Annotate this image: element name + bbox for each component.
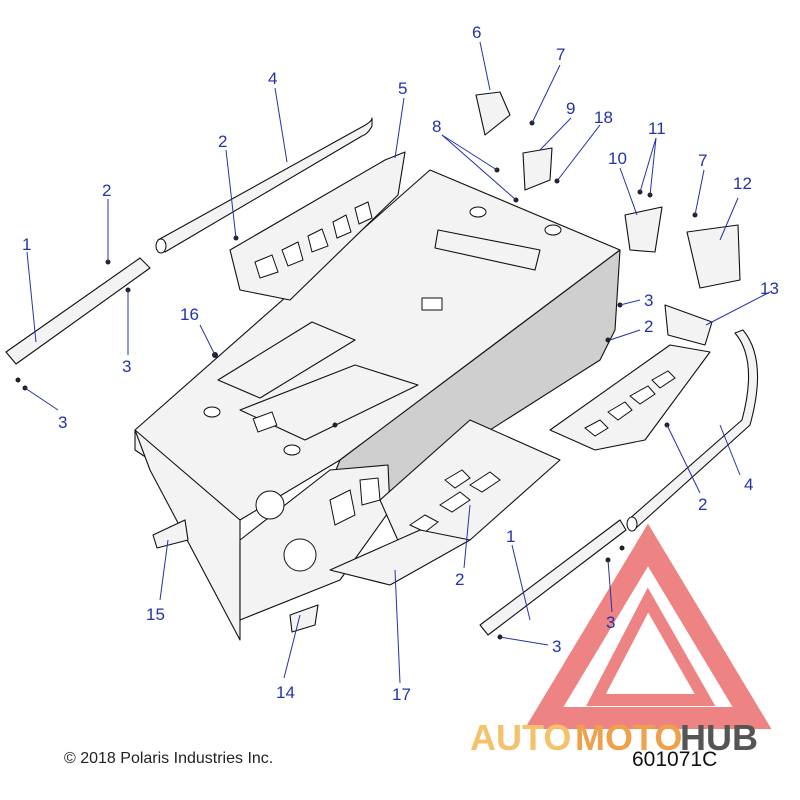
diagram-part-number: 601071C [632, 748, 718, 771]
callout-8: 8 [432, 117, 441, 136]
running-board-tubes [155, 117, 759, 532]
rails [5, 257, 627, 636]
callout-2: 2 [218, 132, 227, 151]
callout-5: 5 [398, 79, 407, 98]
callout-2: 2 [102, 181, 111, 200]
callout-10: 10 [608, 149, 627, 168]
callout-16: 16 [180, 305, 199, 324]
callout-6: 6 [472, 23, 481, 42]
callout-3: 3 [606, 613, 615, 632]
callout-3: 3 [122, 357, 131, 376]
callout-7: 7 [698, 151, 707, 170]
callout-labels: 1 1 2 2 2 2 2 3 3 3 3 3 4 4 5 6 7 7 8 9 … [22, 23, 779, 704]
watermark-word-moto: MOTO [575, 717, 682, 758]
callout-9: 9 [566, 99, 575, 118]
watermark-word-hub: HUB [680, 717, 758, 758]
callout-14: 14 [276, 683, 295, 702]
callout-2: 2 [455, 570, 464, 589]
callout-12: 12 [733, 174, 752, 193]
callout-4: 4 [744, 475, 753, 494]
callout-18: 18 [594, 108, 613, 127]
watermark-logo [524, 523, 772, 729]
callout-17: 17 [392, 685, 411, 704]
left-running-board [229, 151, 406, 301]
copyright-notice: © 2018 Polaris Industries Inc. [64, 750, 274, 767]
right-running-board [549, 304, 713, 451]
callout-3: 3 [552, 637, 561, 656]
callout-15: 15 [146, 605, 165, 624]
watermark-text: AUTO MOTO HUB [470, 717, 758, 758]
callout-1: 1 [506, 527, 515, 546]
callout-2: 2 [698, 495, 707, 514]
callout-13: 13 [760, 279, 779, 298]
leader-lines [24, 41, 771, 684]
callout-3: 3 [644, 291, 653, 310]
callout-11: 11 [648, 119, 666, 138]
under-plate [329, 419, 561, 586]
callout-4: 4 [268, 69, 277, 88]
callout-3: 3 [58, 413, 67, 432]
side-plate [239, 464, 391, 621]
callout-1: 1 [22, 235, 31, 254]
callout-2: 2 [644, 317, 653, 336]
watermark-word-auto: AUTO [470, 717, 571, 758]
callout-7: 7 [556, 45, 565, 64]
brackets [152, 91, 741, 633]
